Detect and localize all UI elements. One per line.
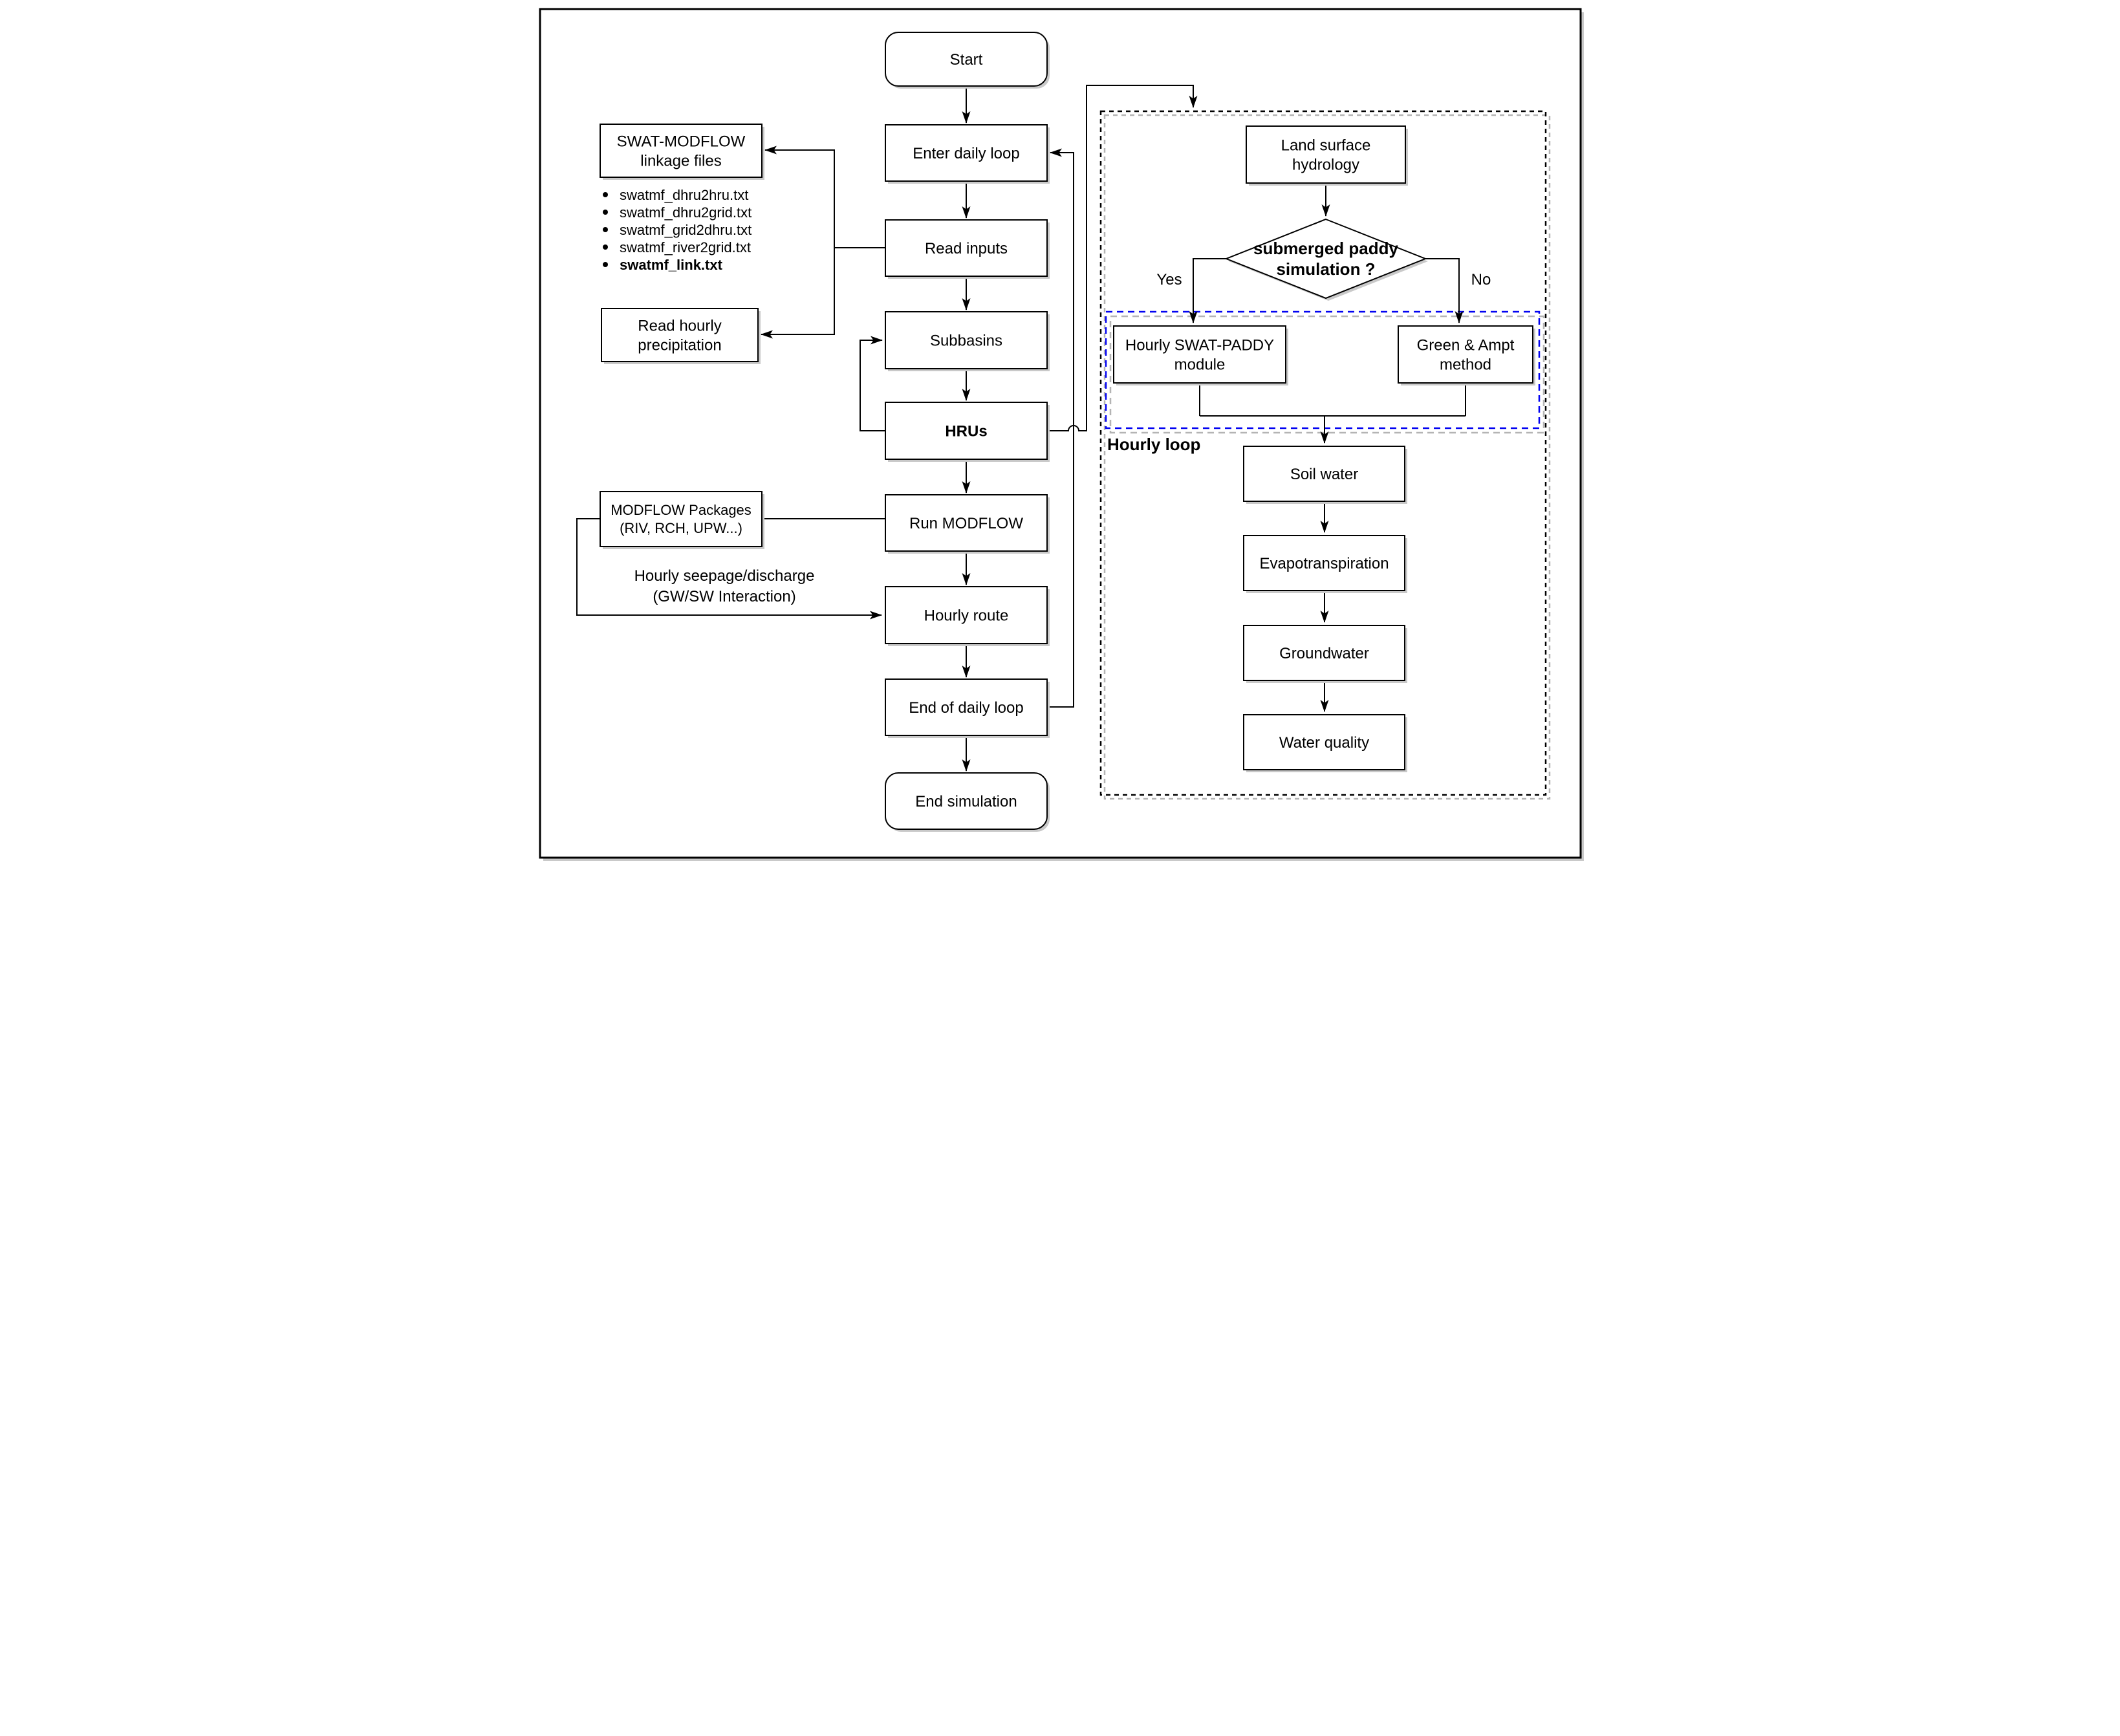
end-of-daily-loop-label-line1: End of daily loop [909, 699, 1023, 717]
node-evapotranspiration: Evapotranspiration [1242, 535, 1407, 593]
bullet-dot-1 [602, 192, 608, 197]
linkage-file-item-5: swatmf_link.txt [620, 257, 723, 273]
linkage-file-item-3: swatmf_grid2dhru.txt [620, 222, 752, 238]
hourly-swat-paddy-module-label-line2: module [1174, 356, 1225, 373]
daily-loop-region-ghost [1103, 114, 1550, 800]
decision-submerged-paddy-label-line1: submerged paddy [1253, 239, 1398, 258]
bullet-dot-4 [602, 244, 608, 250]
groundwater-shape [1242, 625, 1405, 681]
node-start: Start [884, 32, 1050, 89]
node-enter-daily-loop: Enter daily loop [884, 124, 1050, 184]
node-water-quality: Water quality [1242, 714, 1407, 772]
edges-layer [576, 85, 1466, 772]
read-inputs-label-line1: Read inputs [924, 240, 1007, 257]
node-end-of-daily-loop: End of daily loop [884, 678, 1050, 738]
evapotranspiration-label-line1: Evapotranspiration [1259, 555, 1389, 572]
linkage-file-item-4: swatmf_river2grid.txt [620, 239, 751, 255]
edge-hrus-to-subbasins-loop [859, 336, 885, 431]
hourly-swat-paddy-module-shape [1112, 325, 1286, 384]
edge-decision-yes-branch [1189, 258, 1226, 323]
modflow-packages-shape [599, 491, 763, 547]
end-simulation-shape [884, 772, 1048, 830]
no-label: No [1471, 271, 1491, 288]
edge-hrus-to-hourly-region [1046, 85, 1197, 431]
enter-daily-loop-shape [884, 124, 1048, 182]
seepage-label-line2: (GW/SW Interaction) [653, 588, 795, 605]
edge-readinputs-to-precip [760, 248, 835, 339]
end-of-daily-loop-shape [884, 678, 1048, 736]
green-ampt-method-label-line1: Green & Ampt [1416, 336, 1514, 354]
daily-loop-region [1099, 110, 1546, 796]
subbasins-label-line1: Subbasins [929, 332, 1002, 349]
hourly-loop-label: Hourly loop [1107, 435, 1200, 454]
node-swat-modflow-linkage-files: SWAT-MODFLOW linkage files [599, 124, 764, 180]
evapotranspiration-shape [1242, 535, 1405, 591]
node-hrus: HRUs [884, 402, 1050, 462]
node-groundwater: Groundwater [1242, 625, 1407, 683]
read-hourly-precipitation-label-line1: Read hourly [638, 317, 721, 334]
node-hourly-swat-paddy-module: Hourly SWAT-PADDY module [1112, 325, 1288, 385]
loop-region-layer [1099, 110, 1550, 800]
edge-decision-no-branch [1425, 258, 1463, 323]
hourly-route-shape [884, 586, 1048, 644]
run-modflow-label-line1: Run MODFLOW [909, 515, 1022, 532]
green-ampt-method-shape [1397, 325, 1533, 384]
node-soil-water: Soil water [1242, 446, 1407, 504]
linkage-file-item-2: swatmf_dhru2grid.txt [620, 204, 752, 221]
green-ampt-method-label-line2: method [1439, 356, 1491, 373]
modflow-packages-label-line1: MODFLOW Packages [611, 502, 752, 518]
start-shape [884, 32, 1048, 87]
decision-submerged-paddy-label-line2: simulation ? [1276, 259, 1375, 279]
bullet-dot-5 [602, 262, 608, 267]
modflow-packages-label-line2: (RIV, RCH, UPW...) [620, 520, 742, 536]
land-surface-hydrology-shape [1245, 125, 1406, 184]
yes-label: Yes [1156, 271, 1182, 288]
seepage-label-line1: Hourly seepage/discharge [634, 567, 814, 585]
bullet-dot-2 [602, 210, 608, 215]
land-surface-hydrology-label-line2: hydrology [1292, 156, 1359, 173]
node-hourly-route: Hourly route [884, 586, 1050, 646]
linkage-file-item-1: swatmf_dhru2hru.txt [620, 187, 748, 203]
node-read-hourly-precipitation: Read hourly precipitation [600, 308, 761, 364]
edge-packages-to-hourlyroute [576, 518, 882, 620]
node-modflow-packages: MODFLOW Packages (RIV, RCH, UPW...) [599, 491, 764, 549]
swat-modflow-linkage-files-shape [599, 124, 763, 178]
node-green-ampt-method: Green & Ampt method [1397, 325, 1535, 385]
decision-submerged-paddy-shape [1224, 218, 1427, 299]
node-read-inputs: Read inputs [884, 219, 1050, 279]
run-modflow-shape [884, 494, 1048, 552]
swat-modflow-linkage-files-label-line2: linkage files [640, 152, 721, 169]
hrus-label-line1: HRUs [945, 422, 987, 440]
subbasins-shape [884, 311, 1048, 369]
hourly-route-label-line1: Hourly route [924, 607, 1008, 624]
edge-readinputs-to-linkage [764, 146, 885, 248]
soil-water-shape [1242, 446, 1405, 502]
water-quality-shape [1242, 714, 1405, 770]
read-inputs-shape [884, 219, 1048, 277]
read-hourly-precipitation-shape [600, 308, 759, 362]
edge-enddaily-return-to-enter [1046, 148, 1074, 708]
read-hourly-precipitation-label-line2: precipitation [638, 336, 721, 354]
swat-modflow-linkage-files-label-line1: SWAT-MODFLOW [616, 133, 745, 150]
end-simulation-label-line1: End simulation [915, 793, 1017, 810]
soil-water-label-line1: Soil water [1290, 466, 1357, 483]
node-subbasins: Subbasins [884, 311, 1050, 371]
land-surface-hydrology-label-line1: Land surface [1281, 136, 1370, 154]
hrus-shape [884, 402, 1048, 460]
node-end-simulation: End simulation [884, 772, 1050, 832]
groundwater-label-line1: Groundwater [1279, 645, 1369, 662]
node-run-modflow: Run MODFLOW [884, 494, 1050, 554]
start-label-line1: Start [949, 51, 982, 69]
bullet-dot-3 [602, 227, 608, 232]
enter-daily-loop-label-line1: Enter daily loop [913, 145, 1019, 162]
hourly-swat-paddy-module-label-line1: Hourly SWAT-PADDY [1125, 336, 1273, 354]
water-quality-label-line1: Water quality [1279, 734, 1368, 752]
node-land-surface-hydrology: Land surface hydrology [1245, 125, 1408, 186]
